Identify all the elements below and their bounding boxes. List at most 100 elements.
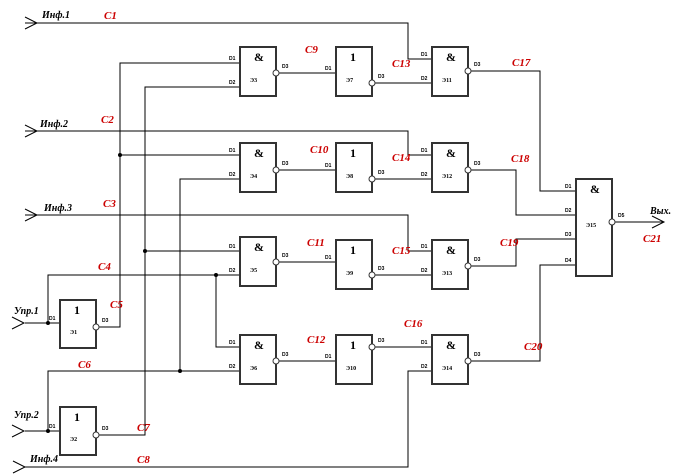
inversion-bubble-icon [464,67,472,75]
arrows [11,16,666,474]
signal-label-c3: C3 [103,198,116,210]
gate-symbol: & [446,338,456,352]
pin-label: D2 [229,268,236,274]
gate-symbol: & [446,146,456,160]
inversion-bubble-icon [272,69,280,77]
gate-label: Э5 [250,268,257,274]
pin-label: D2 [229,80,236,86]
inversion-bubble-icon [272,357,280,365]
pin-label: D3 [282,352,289,358]
gate-body [335,334,373,385]
inversion-bubble-icon [464,166,472,174]
wire-c1 [25,22,432,60]
signal-label-c8: C8 [137,454,150,466]
inversion-bubble-icon [368,343,376,351]
input-label-inf4: Инф.4 [29,454,58,465]
gate-label: Э9 [346,271,353,277]
wire-c7 [98,86,240,436]
pin-label: D1 [325,354,332,360]
gate-label: Э4 [250,174,257,180]
wire-c5 [98,62,240,328]
gate-symbol: & [254,338,264,352]
pin-label: D1 [325,163,332,169]
pin-label: D2 [421,76,428,82]
signal-label-c9: C9 [305,44,318,56]
pin-label: D2 [421,268,428,274]
signal-label-c21: C21 [643,233,661,245]
inversion-bubble-icon [272,166,280,174]
pin-label: D2 [229,172,236,178]
pin-label: D1 [325,66,332,72]
signal-label-c2: C2 [101,114,114,126]
gate-label: Э12 [442,174,452,180]
inversion-bubble-icon [368,79,376,87]
output-arrow-icon [651,215,666,229]
gate-label: Э10 [346,366,356,372]
signal-label-c10: C10 [310,144,329,156]
gate-symbol: 1 [350,338,356,352]
wire-c2 [25,130,432,156]
junction-dot [178,369,182,373]
gate-label: Э8 [346,174,353,180]
signal-label-c6: C6 [78,359,91,371]
signal-label-c11: C11 [307,237,325,249]
inversion-bubble-icon [92,431,100,439]
gate-label: Э7 [346,78,353,84]
gate-body [239,334,277,385]
wire-c3 [25,214,432,252]
gate-body [335,142,373,193]
gate-symbol: & [446,243,456,257]
pin-label: D3 [282,253,289,259]
pin-label: D1 [49,424,56,430]
pin-label: D3 [378,170,385,176]
gate-symbol: & [254,146,264,160]
pin-label: D3 [378,74,385,80]
inversion-bubble-icon [368,175,376,183]
input-label-inf2: Инф.2 [39,119,68,130]
pin-label: D1 [421,52,428,58]
junction-dot [143,249,147,253]
pin-label: D4 [565,258,572,264]
gate-symbol: & [590,182,600,196]
signal-label-c18: C18 [511,153,530,165]
pin-label: D1 [229,56,236,62]
gate-symbol: 1 [350,243,356,257]
inversion-bubble-icon [92,323,100,331]
pin-label: D3 [474,62,481,68]
signal-label-c14: C14 [392,152,411,164]
gate-label: Э15 [586,223,596,229]
inversion-bubble-icon [368,271,376,279]
pin-label: D3 [378,266,385,272]
input-arrow-icon [12,460,27,474]
signal-label-c17: C17 [512,57,531,69]
junction-dot [46,429,50,433]
pin-label: D1 [421,244,428,250]
gate-label: Э3 [250,78,257,84]
wire-c6 [47,370,240,431]
pin-label: D2 [565,208,572,214]
pin-label: D1 [229,148,236,154]
gate-symbol: & [254,50,264,64]
pin-label: D1 [421,148,428,154]
gate-label: Э13 [442,271,452,277]
gate-symbol: 1 [74,303,80,317]
signal-label-c16: C16 [404,318,423,330]
signal-label-c1: C1 [104,10,117,22]
